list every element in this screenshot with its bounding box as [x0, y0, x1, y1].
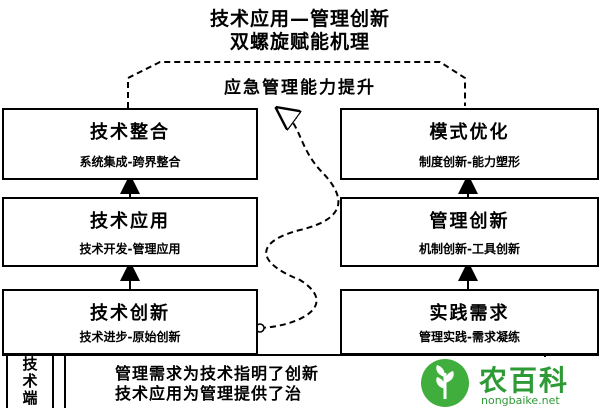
bottom-text-line2: 技术应用为管理提供了治: [115, 384, 303, 403]
wheat-leaf-icon: [421, 359, 469, 407]
box-title: 模式优化: [429, 122, 510, 143]
box-subtitle: 制度创新-能力塑形: [419, 155, 520, 169]
box-tech-innovation: 技术创新 技术进步-原始创新: [2, 289, 258, 355]
emergency-capability-label: 应急管理能力提升: [224, 78, 376, 98]
box-tech-application: 技术应用 技术开发-管理应用: [2, 197, 258, 267]
box-mode-optimization: 模式优化 制度创新-能力塑形: [340, 108, 599, 180]
bottom-text-frame: [64, 356, 534, 408]
tech-end-label: 技 术 端: [6, 356, 54, 408]
box-subtitle: 系统集成-跨界整合: [79, 155, 181, 169]
watermark-name: 农百科: [479, 364, 570, 397]
box-tech-integration: 技术整合 系统集成-跨界整合: [2, 108, 258, 180]
box-title: 技术整合: [90, 122, 170, 143]
tech-end-char: 技: [22, 355, 38, 373]
box-title: 实践需求: [429, 303, 510, 324]
box-title: 技术应用: [90, 211, 170, 232]
bottom-text-line1: 管理需求为技术指明了创新: [115, 364, 320, 383]
watermark: 农百科 nongbaike.net: [415, 357, 600, 410]
box-subtitle: 机制创新-工具创新: [419, 242, 520, 256]
helix-dashed-curve: [259, 114, 340, 329]
box-subtitle: 技术进步-原始创新: [79, 330, 181, 344]
box-title: 技术创新: [90, 303, 170, 324]
box-subtitle: 技术开发-管理应用: [79, 242, 181, 256]
box-practice-demand: 实践需求 管理实践-需求凝练: [340, 289, 599, 355]
bottom-panel: [2, 354, 599, 412]
box-subtitle: 管理实践-需求凝练: [419, 330, 520, 344]
diagram-title-line2: 双螺旋赋能机理: [229, 31, 370, 53]
box-management-innovation: 管理创新 机制创新-工具创新: [340, 197, 599, 267]
tech-end-char: 术: [22, 372, 38, 390]
watermark-url: nongbaike.net: [481, 394, 560, 407]
diagram-title-line1: 技术应用—管理创新: [209, 8, 390, 30]
tech-end-char: 端: [22, 389, 38, 407]
emergency-bracket-dashed: [127, 61, 466, 108]
box-title: 管理创新: [429, 211, 510, 232]
